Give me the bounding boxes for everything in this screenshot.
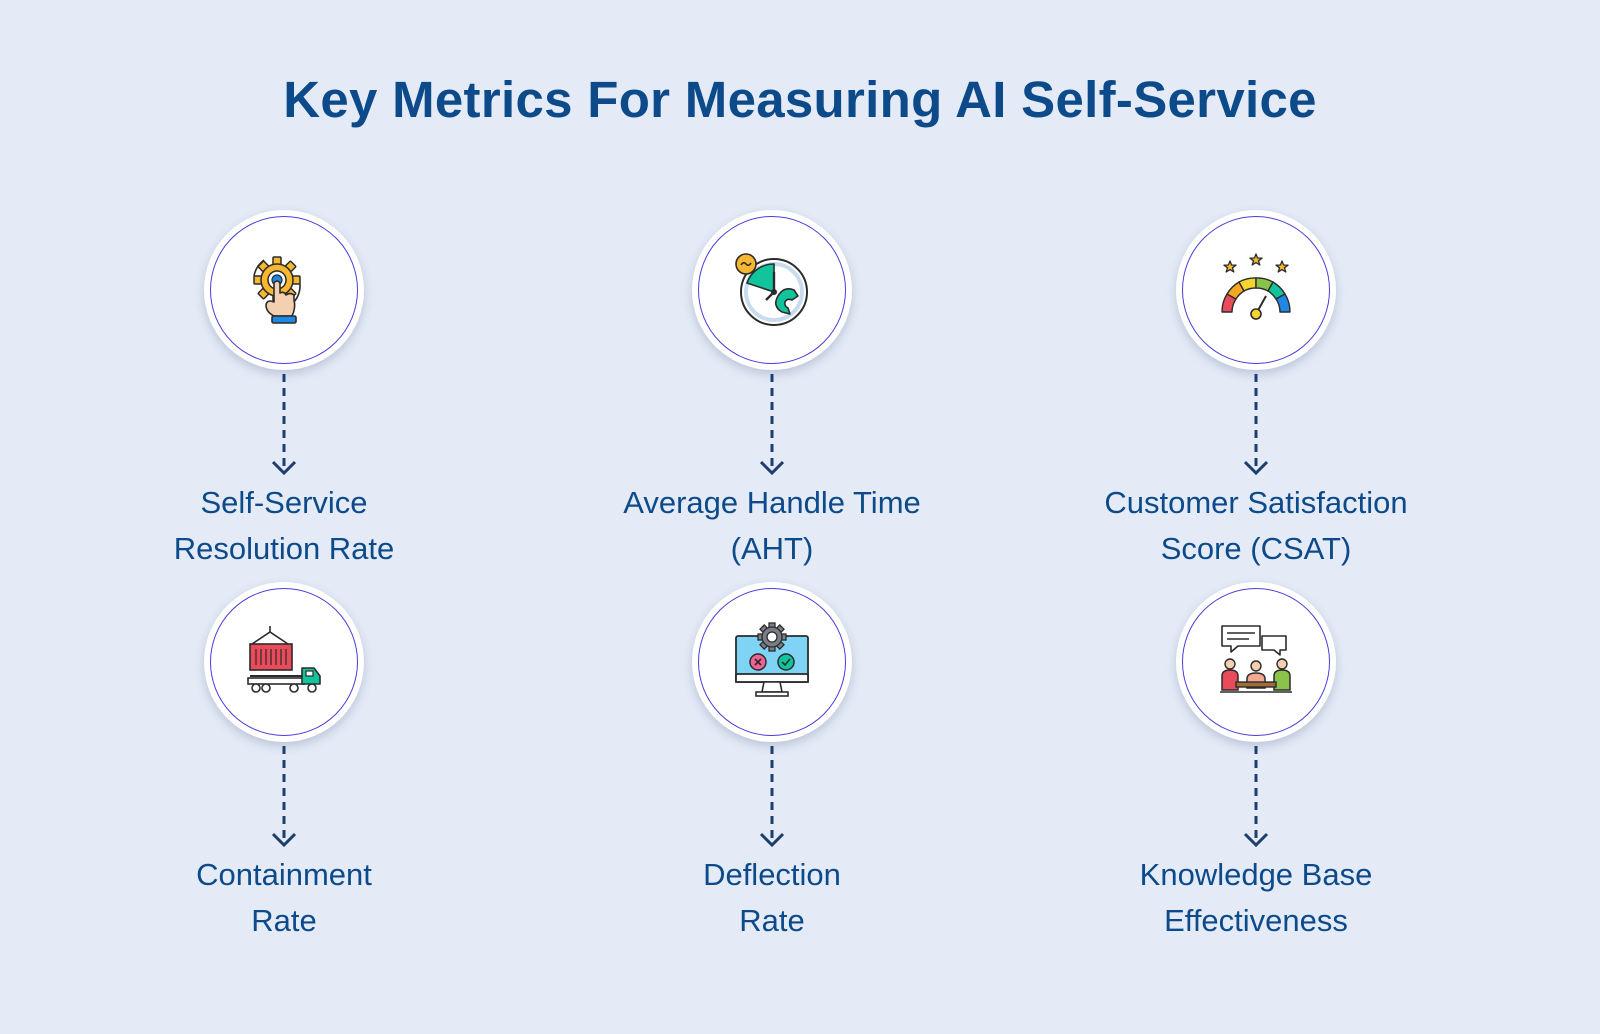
metric-icon-circle — [204, 582, 364, 742]
metric-label: Deflection Rate — [703, 857, 841, 938]
dashed-arrow-connector — [272, 746, 296, 848]
gear-touch-icon — [253, 256, 301, 324]
clock-phone-icon — [735, 253, 808, 326]
metric-icon-circle — [1176, 582, 1336, 742]
metric-label: Containment Rate — [196, 857, 372, 938]
metric-icon-circle — [692, 210, 852, 370]
monitor-check-icon — [735, 622, 809, 697]
team-discussion-icon — [1220, 625, 1292, 693]
dashed-arrow-connector — [1244, 746, 1268, 848]
metric-icon-circle — [204, 210, 364, 370]
page-title: Key Metrics For Measuring AI Self-Servic… — [283, 71, 1317, 128]
dashed-arrow-connector — [760, 374, 784, 476]
dashed-arrow-connector — [760, 746, 784, 848]
metric-label: Customer Satisfaction Score (CSAT) — [1104, 485, 1408, 566]
satisfaction-gauge-icon — [1221, 253, 1291, 320]
dashed-arrow-connector — [1244, 374, 1268, 476]
container-truck-icon — [247, 626, 321, 693]
dashed-arrow-connector — [272, 374, 296, 476]
metric-label: Average Handle Time (AHT) — [623, 485, 921, 566]
metric-icon-circle — [692, 582, 852, 742]
metric-label: Knowledge Base Effectiveness — [1139, 857, 1373, 938]
metric-icon-circle — [1176, 210, 1336, 370]
metric-label: Self-Service Resolution Rate — [173, 485, 395, 566]
